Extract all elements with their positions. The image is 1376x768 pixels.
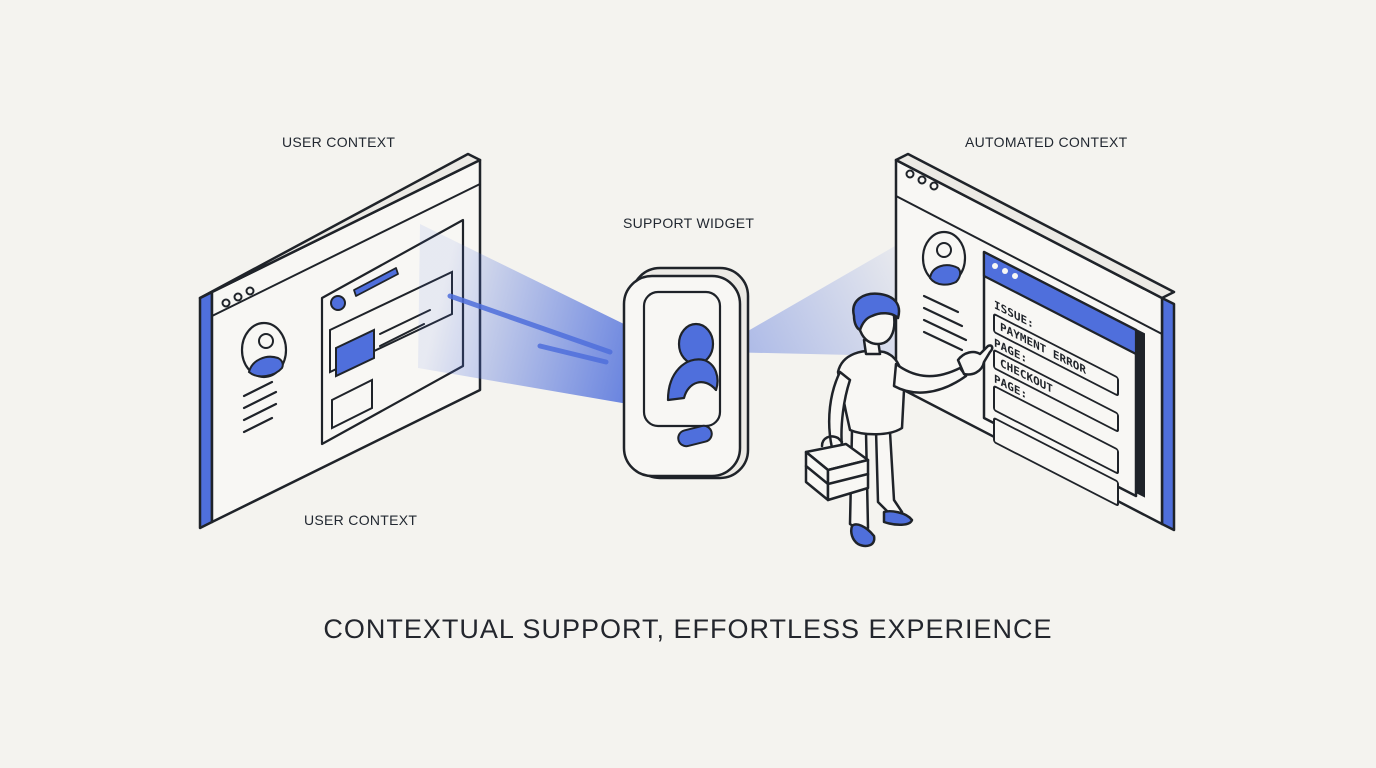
agent-shoe (850, 523, 876, 548)
agent-avatar-icon (666, 322, 719, 402)
tagline: CONTEXTUAL SUPPORT, EFFORTLESS EXPERIENC… (323, 614, 1053, 644)
agent-shoe (882, 510, 914, 526)
widget-button (677, 424, 713, 448)
agent-torso (836, 349, 906, 436)
window-control-dot (905, 169, 915, 179)
window-top-edge (198, 152, 482, 300)
page-field (993, 349, 1119, 432)
context-beam-left (418, 224, 628, 404)
issue-field (993, 313, 1119, 396)
panel-avatar-dot (330, 295, 346, 311)
context-beam-right (722, 246, 895, 356)
agent-leg-back (874, 428, 904, 518)
support-agent-figure (804, 292, 994, 548)
profile-text-lines (242, 380, 278, 434)
support-widget-label: SUPPORT WIDGET (623, 215, 755, 231)
header-dot (992, 263, 998, 269)
automated-context-window: ISSUE: PAYMENT ERROR PAGE: CHECKOUT PAGE… (894, 152, 1176, 532)
panel-title-pill (353, 267, 399, 297)
agent-hair (852, 292, 901, 332)
page-field-2 (993, 385, 1119, 474)
panel-lower-box (331, 378, 373, 430)
window-control-dot (233, 292, 243, 302)
window-control-dot (929, 181, 939, 191)
profile-text-lines (922, 294, 968, 352)
beam-streaks (447, 293, 613, 365)
user-context-label-top: USER CONTEXT (282, 134, 396, 150)
empty-field (993, 417, 1119, 506)
window-depth-edge (1160, 296, 1176, 532)
automated-context-label: AUTOMATED CONTEXT (965, 134, 1128, 150)
header-dot (1002, 268, 1008, 274)
ticket-panel-header (982, 250, 1138, 356)
agent-arm-pointing (892, 362, 968, 394)
window-top-edge (894, 152, 1176, 300)
user-context-window (198, 152, 628, 530)
user-avatar-icon (921, 230, 967, 286)
toolbox-icon (804, 435, 870, 502)
window-control-dot (917, 175, 927, 185)
user-context-label-bottom: USER CONTEXT (304, 512, 418, 528)
agent-hand (956, 344, 994, 376)
window-depth-edge (198, 290, 214, 530)
support-widget (622, 246, 895, 480)
window-control-dot (245, 286, 255, 296)
window-control-dot (221, 298, 231, 308)
panel-image-block (335, 328, 375, 378)
header-dot (1012, 273, 1018, 279)
user-avatar-icon (240, 321, 288, 379)
